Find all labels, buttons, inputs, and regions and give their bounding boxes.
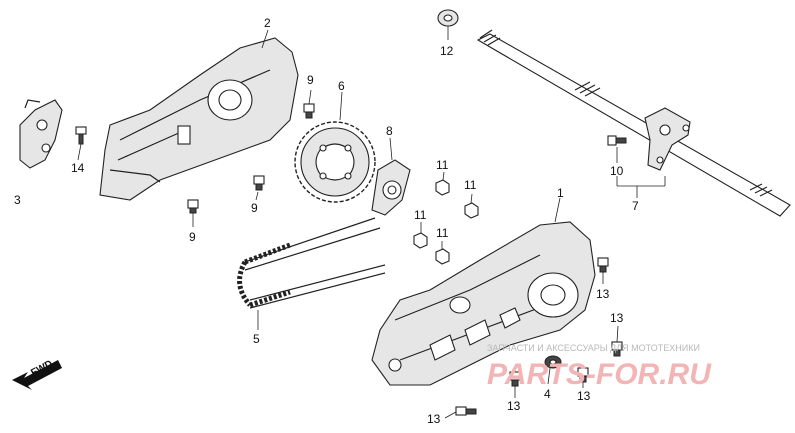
callout-13-right-top: 13 — [596, 287, 610, 301]
washer — [437, 9, 459, 40]
bolt-14 — [75, 126, 87, 161]
nut-11-d — [435, 241, 450, 265]
bearing-holder — [371, 137, 411, 216]
callout-9-bottom: 9 — [189, 230, 196, 244]
rear-axle — [476, 29, 791, 217]
callout-11-c: 11 — [414, 208, 427, 222]
callout-12: 12 — [440, 44, 454, 58]
callout-13-right-low: 13 — [577, 389, 591, 403]
callout-6: 6 — [338, 79, 345, 93]
nut-11-c — [413, 222, 428, 249]
callout-9-top: 9 — [307, 73, 314, 87]
callout-13-center: 13 — [507, 399, 521, 413]
callout-11-a: 11 — [436, 158, 449, 172]
bolt-13-right-mid — [611, 325, 623, 357]
callout-5: 5 — [253, 332, 260, 346]
callout-3: 3 — [14, 193, 21, 207]
bolt-9-middle — [253, 175, 265, 201]
watermark: ЗАПЧАСТИ И АКСЕССУАРЫ ДЛЯ МОТОТЕХНИКИ PA… — [487, 343, 712, 391]
callout-14: 14 — [71, 161, 85, 175]
callout-1: 1 — [557, 186, 564, 200]
callout-11-b: 11 — [464, 178, 477, 192]
drive-chain — [237, 217, 386, 330]
nut-11-a — [435, 171, 450, 196]
lower-chain-case — [371, 197, 596, 386]
watermark-tagline: ЗАПЧАСТИ И АКСЕССУАРЫ ДЛЯ МОТОТЕХНИКИ — [487, 343, 700, 353]
bolt-13-right-top — [597, 257, 609, 284]
callout-8: 8 — [386, 124, 393, 138]
upper-chain-case — [99, 29, 299, 201]
callout-4: 4 — [544, 387, 551, 401]
bolt-10 — [607, 135, 627, 163]
callout-labels: 1 2 3 4 5 6 7 8 9 9 9 10 11 11 11 11 12 … — [14, 16, 639, 426]
guard-plate — [19, 99, 63, 169]
bolt-13-right-low — [577, 367, 589, 388]
washer-4 — [544, 355, 562, 385]
callout-2: 2 — [264, 16, 271, 30]
callout-10: 10 — [610, 164, 624, 178]
callout-13-bottom: 13 — [427, 412, 441, 426]
bolt-13-bottom — [444, 406, 477, 419]
watermark-brand: PARTS-FOR.RU — [487, 358, 712, 391]
bolt-13-center — [509, 371, 521, 398]
bolt-9-top — [303, 89, 315, 119]
callout-9-middle: 9 — [251, 201, 258, 215]
callout-11-d: 11 — [436, 226, 449, 240]
forward-arrow-indicator: FWD — [12, 358, 62, 390]
nut-11-b — [464, 193, 479, 219]
bolt-9-bottom — [187, 199, 199, 227]
callout-7: 7 — [632, 199, 639, 213]
callout-13-right-mid: 13 — [610, 311, 624, 325]
sprocket — [294, 91, 376, 203]
